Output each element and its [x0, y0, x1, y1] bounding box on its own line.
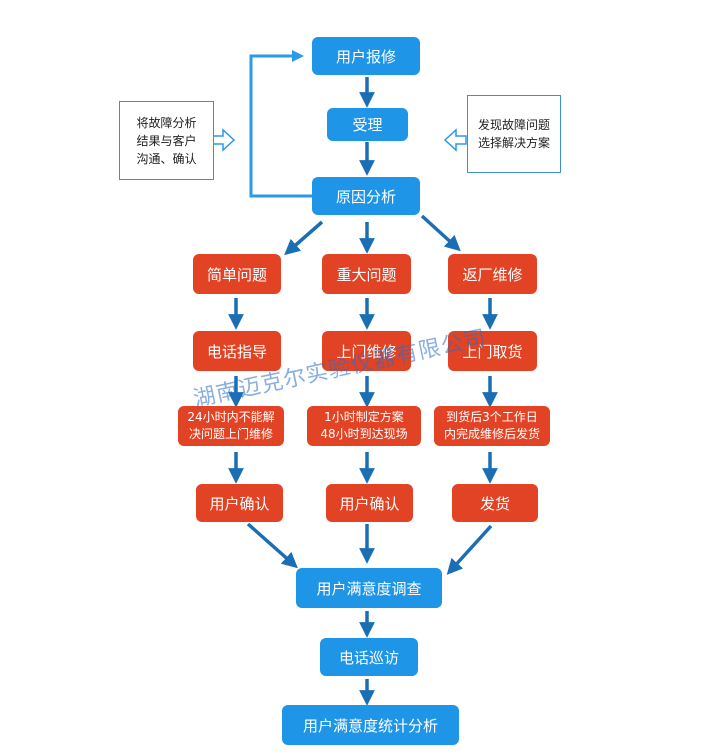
node-phone-guidance: 电话指导 [193, 331, 281, 371]
arrow-confirm1-survey [246, 522, 298, 569]
node-satisfaction-survey: 用户满意度调查 [296, 568, 442, 608]
node-major-issue: 重大问题 [322, 254, 411, 294]
node-satisfaction-stats: 用户满意度统计分析 [282, 705, 459, 745]
node-phone-followup: 电话巡访 [320, 638, 418, 676]
node-return-detail: 到货后3个工作日 内完成维修后发货 [434, 406, 550, 446]
node-user-confirm-1: 用户确认 [196, 484, 283, 522]
node-major-detail: 1小时制定方案 48小时到达现场 [307, 406, 421, 446]
node-user-confirm-2: 用户确认 [326, 484, 413, 522]
node-return-factory: 返厂维修 [448, 254, 537, 294]
node-accept: 受理 [327, 108, 408, 141]
arrow-analysis-simple [284, 220, 324, 256]
left-note: 将故障分析 结果与客户 沟通、确认 [119, 101, 214, 180]
node-simple-detail: 24小时内不能解 决问题上门维修 [178, 406, 284, 446]
node-simple-issue: 简单问题 [193, 254, 281, 294]
node-cause-analysis: 原因分析 [312, 177, 420, 215]
node-user-report: 用户报修 [312, 37, 420, 75]
right-note-arrow-icon [443, 128, 467, 152]
node-onsite-repair: 上门维修 [322, 331, 411, 371]
feedback-loop-arrow [249, 50, 312, 198]
arrow-ship-survey [446, 524, 493, 575]
node-ship: 发货 [452, 484, 538, 522]
node-onsite-pickup: 上门取货 [448, 331, 537, 371]
right-note: 发现故障问题 选择解决方案 [467, 95, 561, 173]
left-note-arrow-icon [212, 128, 236, 152]
arrow-analysis-return [420, 214, 461, 252]
